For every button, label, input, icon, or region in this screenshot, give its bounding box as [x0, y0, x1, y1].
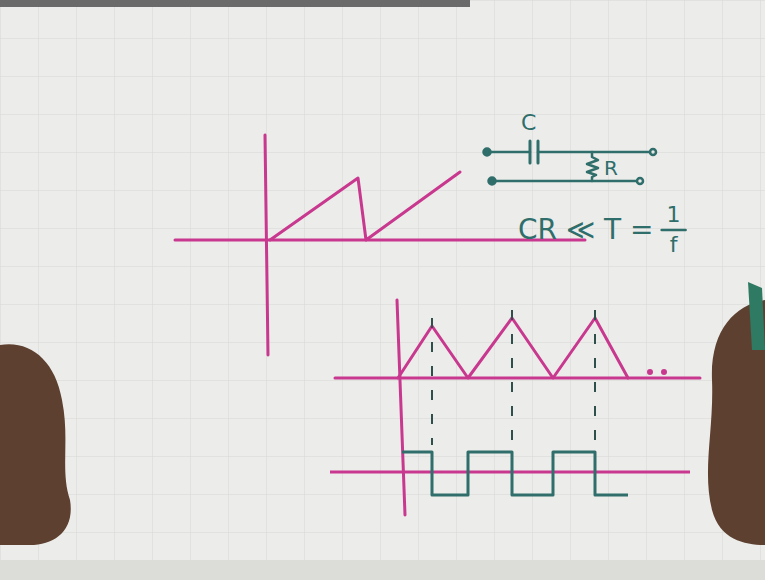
- x-axis: [335, 377, 700, 380]
- dashed-guide: [594, 310, 596, 445]
- paper-edge: [0, 0, 470, 7]
- output-terminal: [637, 178, 643, 184]
- continuation-dot: [649, 371, 652, 374]
- fraction-bar: [662, 229, 686, 232]
- fraction-numerator: 1: [667, 204, 681, 226]
- capacitor-label: C: [521, 112, 536, 134]
- capacitor-plate: [529, 141, 532, 163]
- wire: [538, 151, 650, 154]
- resistor-symbol: [587, 152, 598, 181]
- condition-text: CR ≪ T =: [518, 216, 654, 244]
- output-terminal: [650, 149, 656, 155]
- square-wave: [402, 452, 628, 495]
- dashed-guide: [511, 310, 513, 445]
- x-axis: [330, 471, 690, 474]
- wire: [495, 180, 636, 183]
- y-axis: [265, 135, 268, 355]
- sawtooth-wave: [270, 172, 460, 240]
- continuation-dot: [663, 371, 666, 374]
- left-hand: [0, 344, 71, 545]
- table-edge: [0, 560, 765, 580]
- wire: [490, 151, 530, 154]
- marker-pen: [748, 282, 765, 350]
- resistor-label: R: [604, 158, 618, 178]
- dashed-guide: [431, 318, 433, 445]
- y-axis: [397, 300, 405, 515]
- fraction-denominator: f: [670, 234, 678, 256]
